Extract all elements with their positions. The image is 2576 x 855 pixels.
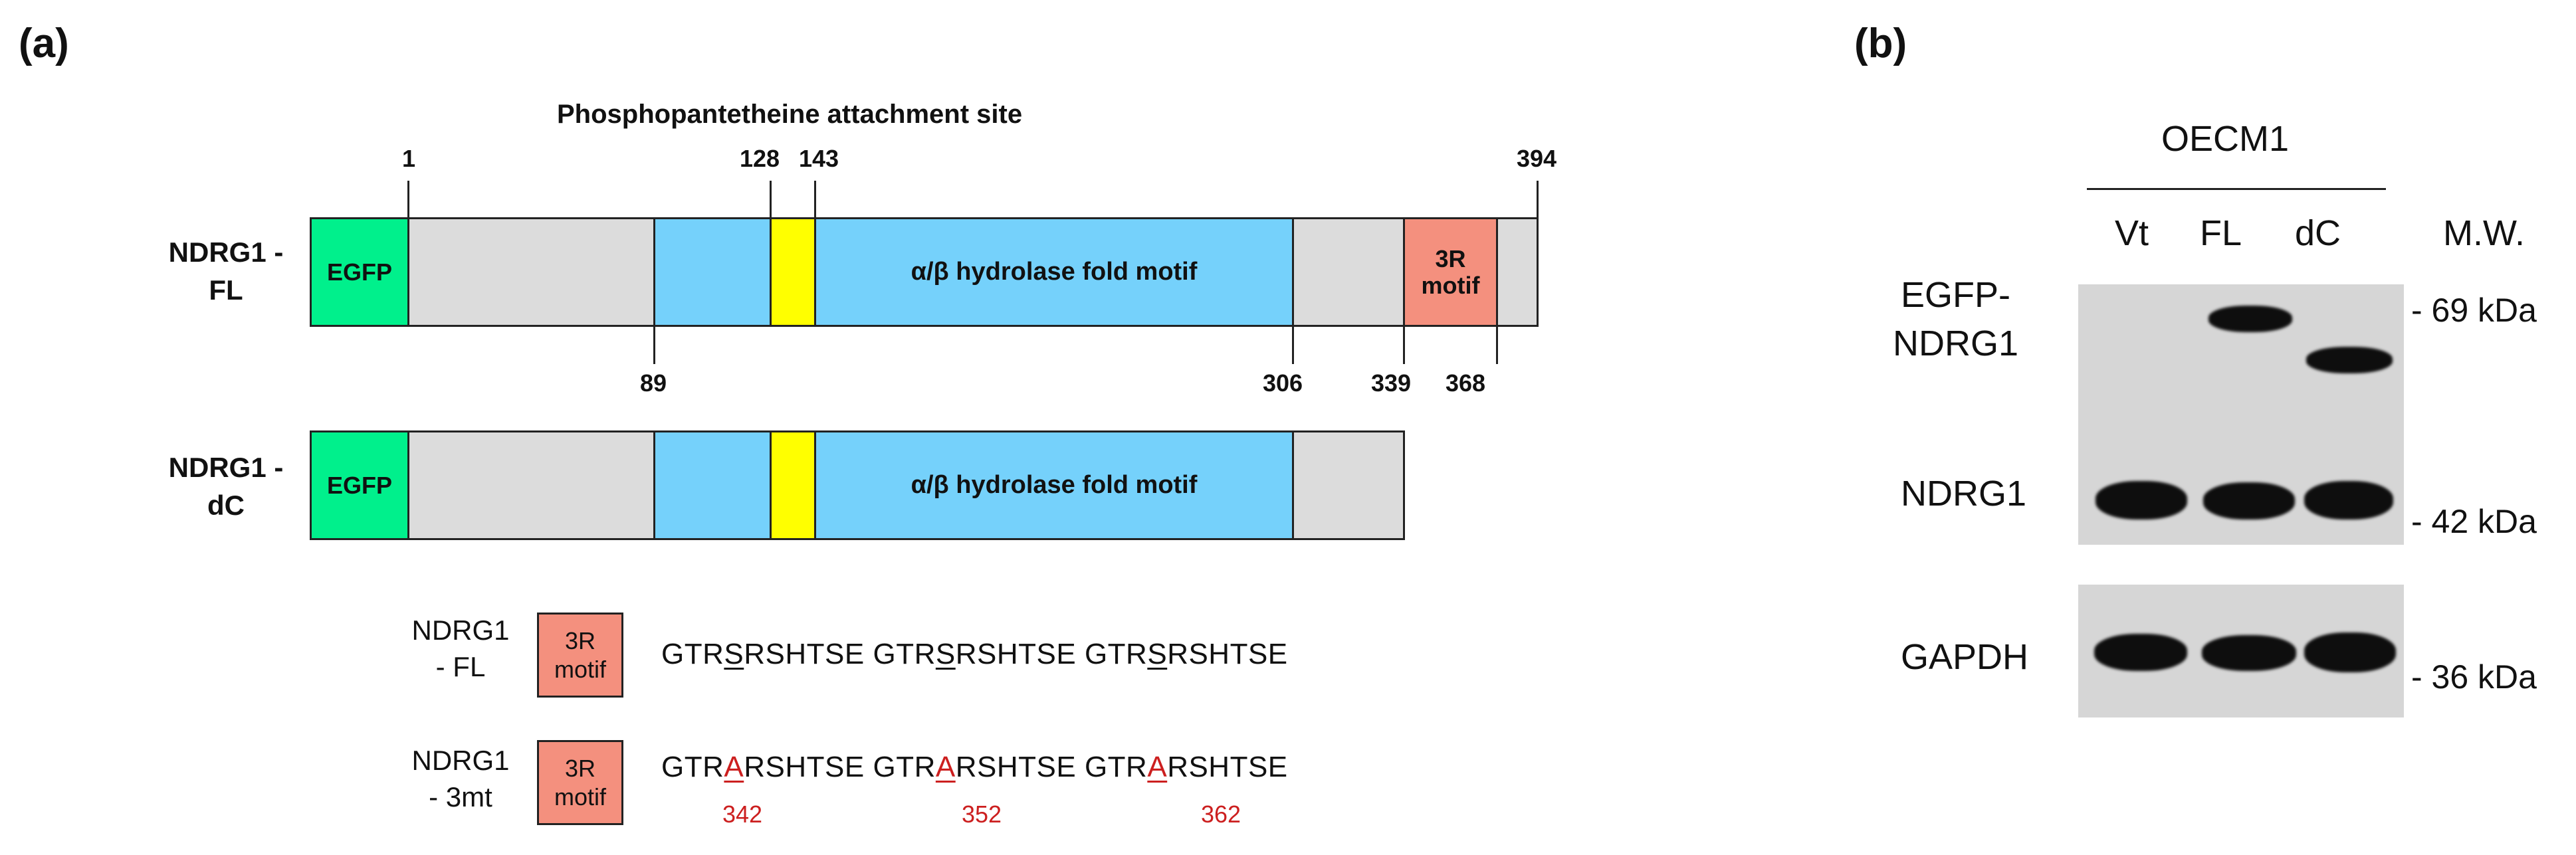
motif-row-3mt-box-label: 3R motif [554, 754, 606, 810]
pos-143: 143 [798, 145, 839, 172]
pos-368: 368 [1445, 369, 1486, 397]
cell-line-underline [2087, 188, 2386, 190]
fl-serine-1: S [724, 638, 744, 670]
lane-label-dc: dC [2295, 213, 2341, 253]
dc-egfp-label: EGFP [326, 471, 392, 499]
dc-tail-segment [1292, 430, 1405, 540]
dc-egfp-segment: EGFP [310, 430, 409, 540]
band-fl-gapdh [2202, 635, 2296, 671]
pos-339: 339 [1370, 369, 1412, 397]
pos-1: 1 [401, 145, 416, 172]
pos-89: 89 [639, 369, 667, 397]
mt-alanine-2: A [935, 751, 956, 783]
pos-394: 394 [1516, 145, 1557, 172]
residue-342: 342 [722, 801, 763, 828]
mt-alanine-1: A [724, 751, 744, 783]
tick-368 [1496, 326, 1498, 364]
fl-repeat-3: GTRSRSHTSE [1084, 638, 1288, 670]
pos-128: 128 [739, 145, 780, 172]
dc-hydrolase-label: α/β hydrolase fold motif [911, 470, 1198, 499]
band-fl-ndrg1 [2203, 482, 2295, 520]
marker-69kda: - 69 kDa [2411, 292, 2537, 329]
band-dc-ndrg1 [2304, 481, 2393, 520]
band-vt-ndrg1 [2095, 481, 2187, 520]
band-dc-egfp-ndrg1 [2306, 347, 2393, 373]
motif-row-fl-sequence: GTRSRSHTSE GTRSRSHTSE GTRSRSHTSE [661, 638, 1288, 671]
row-label-gapdh: GAPDH [1901, 637, 2029, 677]
mt-repeat-2: GTRARSHTSE [873, 751, 1077, 783]
fl-c-tail-segment [1496, 217, 1539, 327]
dc-attachment-site-segment [770, 430, 816, 540]
lane-label-fl: FL [2200, 213, 2242, 253]
tick-143 [814, 181, 816, 219]
tick-1 [407, 181, 409, 219]
dc-hydrolase-left-segment [653, 430, 772, 540]
dc-linker-segment [407, 430, 655, 540]
mt-repeat-3: GTRARSHTSE [1084, 751, 1288, 783]
mt-alanine-3: A [1147, 751, 1168, 783]
row-label-ndrg1: NDRG1 [1901, 474, 2027, 514]
lane-label-vt: Vt [2115, 213, 2149, 253]
tick-339 [1403, 326, 1405, 364]
tick-394 [1537, 181, 1539, 219]
band-dc-gapdh [2304, 632, 2396, 672]
mw-header: M.W. [2443, 213, 2525, 253]
site-title: Phosphopantetheine attachment site [557, 100, 1023, 129]
band-vt-gapdh [2094, 634, 2187, 671]
fl-linker-segment [407, 217, 655, 327]
construct-dc-name: NDRG1 - dC [168, 452, 284, 521]
marker-42kda: - 42 kDa [2411, 503, 2537, 540]
fl-hydrolase-label: α/β hydrolase fold motif [911, 257, 1198, 286]
construct-fl-name: NDRG1 - FL [168, 237, 284, 306]
dc-hydrolase-segment: α/β hydrolase fold motif [814, 430, 1294, 540]
cell-line-label: OECM1 [2161, 119, 2290, 159]
tick-128 [770, 181, 772, 219]
fl-3r-motif-label: 3R motif [1421, 244, 1480, 299]
residue-352: 352 [961, 801, 1002, 828]
fl-mid-linker-segment [1292, 217, 1405, 327]
band-fl-egfp-ndrg1 [2208, 306, 2292, 332]
fl-egfp-label: EGFP [326, 258, 392, 286]
motif-row-3mt-sequence: GTRARSHTSE GTRARSHTSE GTRARSHTSE [661, 751, 1288, 784]
fl-hydrolase-left-segment [653, 217, 772, 327]
mt-repeat-1: GTRARSHTSE [661, 751, 865, 783]
tick-306 [1292, 326, 1294, 364]
fl-serine-2: S [935, 638, 956, 670]
fl-repeat-2: GTRSRSHTSE [873, 638, 1077, 670]
motif-row-3mt-name: NDRG1 - 3mt [411, 745, 510, 812]
residue-362: 362 [1200, 801, 1241, 828]
motif-row-3mt-box: 3R motif [537, 740, 623, 825]
marker-36kda: - 36 kDa [2411, 658, 2537, 696]
fl-egfp-segment: EGFP [310, 217, 409, 327]
fl-3r-motif-segment: 3R motif [1403, 217, 1498, 327]
panel-a-label: (a) [19, 21, 69, 66]
panel-b-label: (b) [1854, 21, 1907, 66]
tick-89 [653, 326, 655, 364]
motif-row-fl-box-label: 3R motif [554, 626, 606, 683]
row-label-egfp-ndrg1: EGFP- NDRG1 [1893, 275, 2019, 363]
motif-row-fl-name: NDRG1 - FL [411, 615, 510, 682]
fl-serine-3: S [1147, 638, 1168, 670]
blot-gapdh [2078, 585, 2404, 717]
blot-ndrg1 [2078, 284, 2404, 545]
motif-row-fl-box: 3R motif [537, 613, 623, 698]
fl-repeat-1: GTRSRSHTSE [661, 638, 865, 670]
fl-hydrolase-segment: α/β hydrolase fold motif [814, 217, 1294, 327]
fl-attachment-site-segment [770, 217, 816, 327]
pos-306: 306 [1262, 369, 1303, 397]
